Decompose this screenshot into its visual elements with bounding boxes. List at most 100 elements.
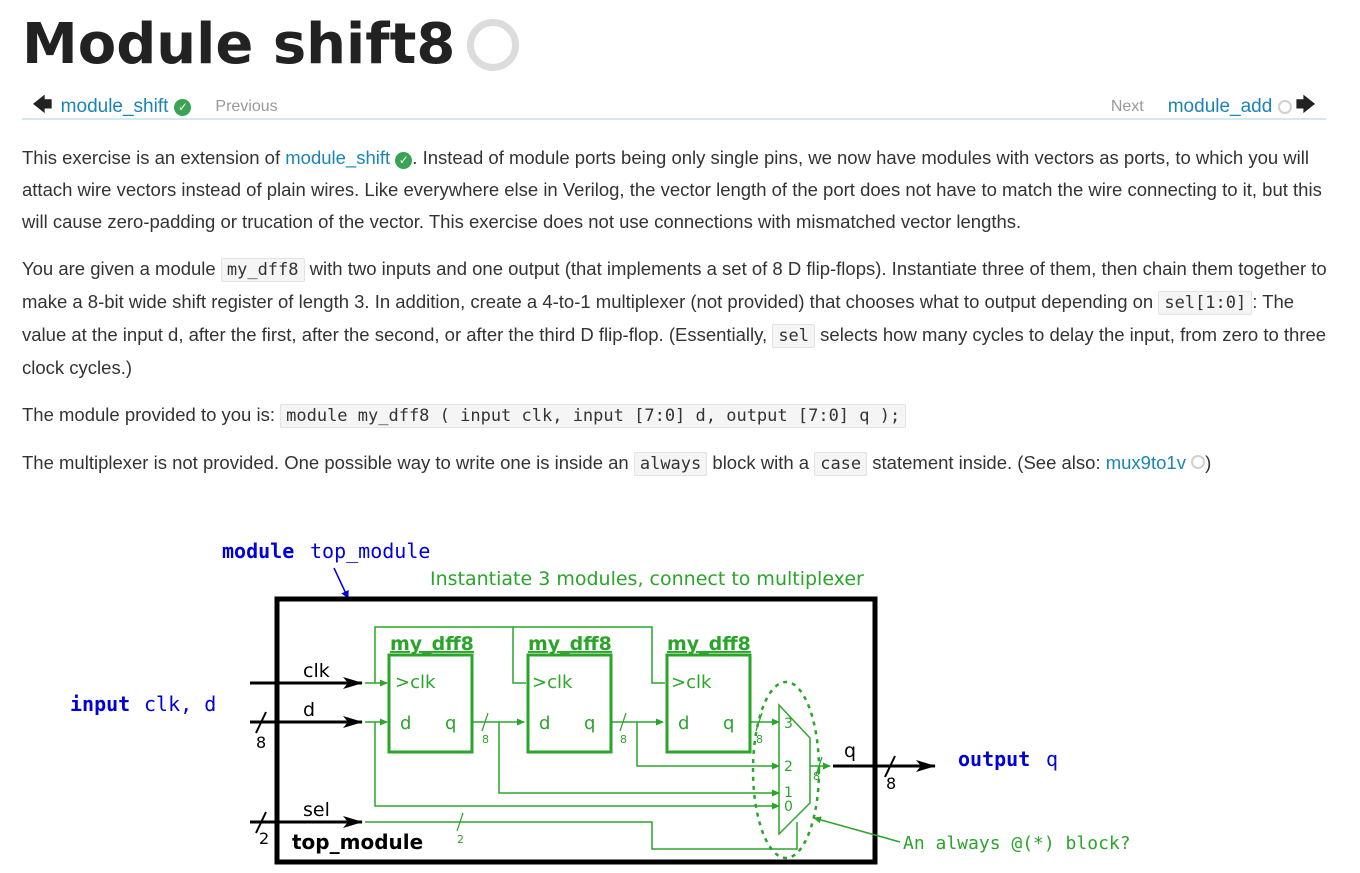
always-note-arrow (813, 816, 901, 843)
sel-to-mux (365, 821, 798, 850)
dff-q-pin: q (584, 713, 595, 734)
page-title: Module shift8 (22, 10, 520, 80)
dff-box (526, 653, 613, 754)
q2-to-mux2 (636, 722, 780, 770)
dff-name: my_dff8 (528, 633, 612, 655)
always-note: An always @(*) block? (903, 833, 1131, 854)
instantiate-note: Instantiate 3 modules, connect to multip… (430, 568, 864, 590)
module-keyword: module (222, 539, 294, 563)
dff-clk-pin: >clk (671, 672, 712, 693)
problem-statement: This exercise is an extension of module_… (22, 142, 1332, 495)
dff-box (387, 653, 474, 754)
multiplexer: 3 2 1 0 (751, 680, 821, 860)
mux9to1v-link[interactable]: mux9to1v (1105, 452, 1186, 473)
status-circle-icon (1278, 100, 1293, 114)
arrow-right-icon[interactable]: 🡆 (1295, 94, 1316, 116)
d-to-mux0 (374, 722, 780, 810)
circuit-diagram: module top_module Instantiate 3 modules,… (70, 539, 1131, 865)
always-block-outline (751, 680, 821, 860)
paragraph-2: You are given a module my_dff8 with two … (22, 253, 1332, 384)
dff-instance-3: my_dff8 >clk d q (665, 633, 752, 754)
d-port-label: d (303, 699, 315, 721)
input-keyword: input (70, 692, 130, 716)
dff-instance-2: my_dff8 >clk d q (526, 633, 613, 754)
top-module-label: top_module (292, 830, 423, 854)
bus-slash (456, 812, 464, 832)
input-names: clk, d (144, 692, 216, 716)
status-circle-icon (467, 19, 520, 71)
module-pointer-arrow (333, 567, 349, 599)
paragraph-4: The multiplexer is not provided. One pos… (22, 447, 1332, 480)
bus-slash (619, 712, 627, 732)
text: ) (1205, 452, 1212, 473)
clk-port-label: clk (303, 660, 330, 682)
bus-slash (884, 755, 896, 778)
text: block with a (707, 452, 815, 473)
bus-width-label: 8 (813, 770, 820, 783)
prev-problem-link[interactable]: module_shift (60, 96, 169, 117)
dff-instance-1: my_dff8 >clk d q (387, 633, 474, 754)
internal-wiring (365, 626, 831, 850)
dff-name: my_dff8 (667, 633, 751, 655)
mux-input-3: 3 (784, 716, 793, 732)
dff-clk-pin: >clk (395, 672, 436, 693)
next-label: Next (1110, 98, 1144, 115)
next-problem-link[interactable]: module_add (1167, 96, 1273, 117)
problem-nav: 🡄 module_shift ✓ Previous Next module_ad… (22, 86, 1326, 120)
inline-code: my_dff8 (220, 258, 305, 282)
bus-width-marks: 8 8 8 8 2 (456, 712, 823, 846)
dff-d-pin: d (539, 713, 550, 734)
text: The module provided to you is: (22, 404, 281, 425)
page-title-text: Module shift8 (22, 12, 456, 77)
check-circle-icon: ✓ (395, 152, 413, 169)
dff-clk-pin: >clk (532, 672, 573, 693)
text: The multiplexer is not provided. One pos… (22, 452, 634, 473)
bus-width-label: 8 (482, 733, 489, 746)
nav-next: Next module_add 🡆 (1111, 90, 1316, 124)
bus-width-label: 2 (457, 833, 464, 846)
inline-code: case (814, 452, 868, 476)
bus-width-label: 8 (620, 733, 627, 746)
module-name: top_module (310, 539, 430, 563)
d-width-label: 8 (256, 733, 266, 752)
dff-name: my_dff8 (390, 633, 474, 655)
dff-d-pin: d (400, 713, 411, 734)
q-width-label: 8 (886, 774, 896, 793)
bus-slash (481, 712, 489, 732)
paragraph-3: The module provided to you is: module my… (22, 399, 1332, 432)
q-port-label: q (844, 740, 856, 762)
text: . Instead of module ports being only sin… (22, 147, 1322, 232)
check-circle-icon: ✓ (174, 98, 192, 116)
bus-slash (255, 711, 267, 734)
dff-box (665, 653, 752, 754)
sel-width-label: 2 (259, 829, 269, 848)
output-keyword: output (958, 747, 1030, 771)
inline-code: sel (772, 324, 816, 348)
mux-shape (778, 703, 811, 836)
top-module-box (274, 596, 878, 865)
mux-input-2: 2 (784, 759, 793, 775)
status-circle-icon (1191, 455, 1206, 469)
sel-port-label: sel (303, 799, 330, 821)
bus-slash (255, 811, 267, 834)
dff-d-pin: d (678, 713, 689, 734)
module-shift-link[interactable]: module_shift (285, 147, 391, 168)
dff-q-pin: q (445, 713, 456, 734)
nav-divider (22, 118, 1326, 120)
nav-prev: 🡄 module_shift ✓ Previous (32, 90, 278, 124)
arrow-left-icon[interactable]: 🡄 (32, 94, 53, 116)
mux-input-0: 0 (784, 799, 793, 815)
text: This exercise is an extension of (22, 147, 286, 168)
text: selects how many cycles to delay the inp… (22, 324, 1327, 378)
clk-branch (512, 627, 526, 684)
text: with two inputs and one output (that imp… (22, 258, 1327, 312)
paragraph-1: This exercise is an extension of module_… (22, 142, 1332, 238)
output-name: q (1046, 747, 1058, 771)
q1-to-mux1 (498, 722, 780, 797)
clk-net (374, 626, 665, 684)
dff-q-pin: q (723, 713, 734, 734)
inline-code: always (633, 452, 708, 476)
bus-width-label: 8 (756, 733, 763, 746)
prev-label: Previous (215, 98, 278, 115)
